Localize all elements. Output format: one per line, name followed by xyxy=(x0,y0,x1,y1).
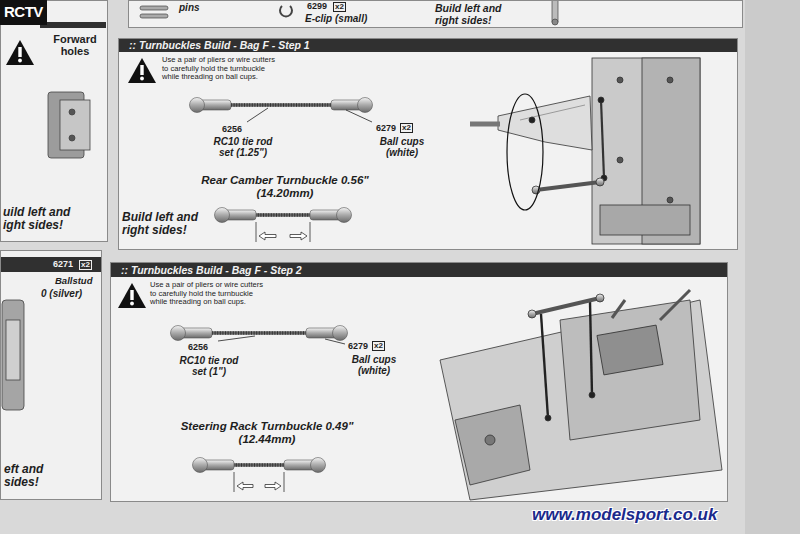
instruction-note: uild left and ight sides! xyxy=(3,206,85,232)
part-number: 6256 xyxy=(222,125,242,135)
instruction-note: eft and sides! xyxy=(4,463,56,489)
instruction-note: Build left and right sides! xyxy=(122,211,218,237)
dimension-title: Rear Camber Turnbuckle 0.56" (14.20mm) xyxy=(200,174,370,199)
warning-note: Use a pair of pliers or wire cutters to … xyxy=(162,56,282,82)
part-name: RC10 tie rod set (1") xyxy=(178,355,240,377)
part-name: Ball cups (white) xyxy=(372,136,432,158)
partial-panel: Forward holes uild left and ight sides! xyxy=(0,0,108,242)
quantity-tag: x2 xyxy=(372,341,385,351)
part-number: 6271 xyxy=(53,260,73,270)
partial-panel: 6271 x2Ballstud 0 (silver) eft and sides! xyxy=(0,250,102,500)
step-heading: :: Turnbuckles Build - Bag F - Step 2 xyxy=(121,265,302,277)
part-number: 6279 xyxy=(376,124,396,134)
quantity-tag: x2 xyxy=(79,260,92,270)
part-name: Ballstud xyxy=(55,276,92,286)
part-name: E-clip (small) xyxy=(305,13,367,24)
watermark: www.modelsport.co.uk xyxy=(532,506,717,525)
quantity-tag: x2 xyxy=(333,2,346,12)
step-heading: :: Turnbuckles Build - Bag F - Step 1 xyxy=(129,40,310,52)
part-number: 6299 xyxy=(307,2,327,12)
part-name: RC10 tie rod set (1.25") xyxy=(212,136,274,158)
panel-note: Forward holes xyxy=(45,33,105,57)
instruction-note: Build left and right sides! xyxy=(435,3,525,26)
part-name: Ball cups (white) xyxy=(344,354,404,376)
part-number: 6256 xyxy=(188,343,208,353)
logo: RCTV xyxy=(0,0,47,25)
quantity-tag: x2 xyxy=(400,123,413,133)
part-number: 6279 xyxy=(348,342,368,352)
part-name: pins xyxy=(179,2,200,13)
warning-note: Use a pair of pliers or wire cutters to … xyxy=(150,281,270,307)
part-name: 0 (silver) xyxy=(41,288,82,299)
partial-panel: pins 6299 x2E-clip (small) Build left and r… xyxy=(128,0,743,28)
dimension-title: Steering Rack Turnbuckle 0.49" (12.44mm) xyxy=(178,420,356,445)
